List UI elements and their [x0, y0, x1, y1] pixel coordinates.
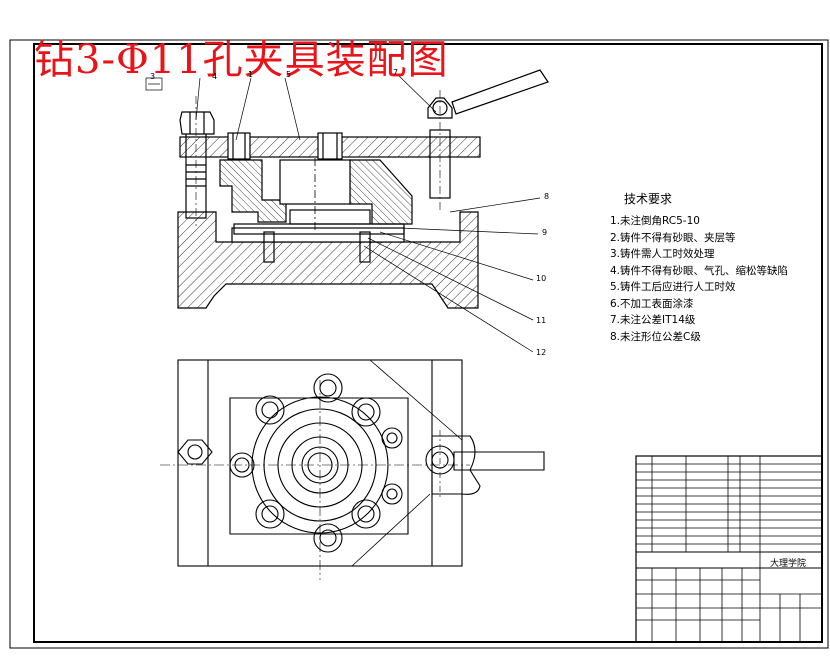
title-block-school: 大理学院	[770, 559, 807, 569]
callout-8: 8	[544, 192, 550, 201]
drawing-title: 钻3-Φ11孔夹具装配图	[34, 37, 449, 83]
tech-requirement-5: 5.铸件工后应进行人工时效	[610, 281, 736, 293]
callout-9: 9	[542, 228, 548, 237]
leader-lines	[145, 73, 541, 353]
tech-requirement-6: 6.不加工表面涂漆	[610, 297, 694, 310]
tech-requirement-1: 1.未注倒角RC5-10	[610, 215, 700, 227]
callout-4: 4	[212, 72, 218, 81]
tech-requirement-4: 4.铸件不得有砂眼、气孔、缩松等缺陷	[610, 264, 789, 277]
top-view	[160, 359, 545, 580]
callout-1: 1	[248, 70, 254, 79]
inner-border	[33, 43, 823, 643]
tech-requirement-7: 7.未注公差IT14级	[610, 314, 696, 326]
callout-10: 10	[536, 274, 547, 283]
technical-requirements: 技术要求 1.未注倒角RC5-10 2.铸件不得有砂眼、夹层等 3.铸件需人工时…	[610, 190, 810, 345]
tech-requirement-3: 3.铸件需人工时效处理	[610, 248, 715, 260]
front-view	[177, 69, 549, 309]
callout-11: 11	[536, 316, 547, 325]
callout-12: 12	[536, 348, 547, 357]
callout-7: 7	[393, 68, 399, 77]
title-block	[635, 455, 823, 643]
callout-5: 5	[286, 70, 292, 79]
tech-requirement-2: 2.铸件不得有砂眼、夹层等	[610, 231, 736, 244]
tech-requirements-heading: 技术要求	[624, 192, 673, 206]
outer-border	[9, 39, 829, 649]
callout-3: 3	[150, 72, 156, 81]
tech-requirement-8: 8.未注形位公差C级	[610, 330, 701, 343]
